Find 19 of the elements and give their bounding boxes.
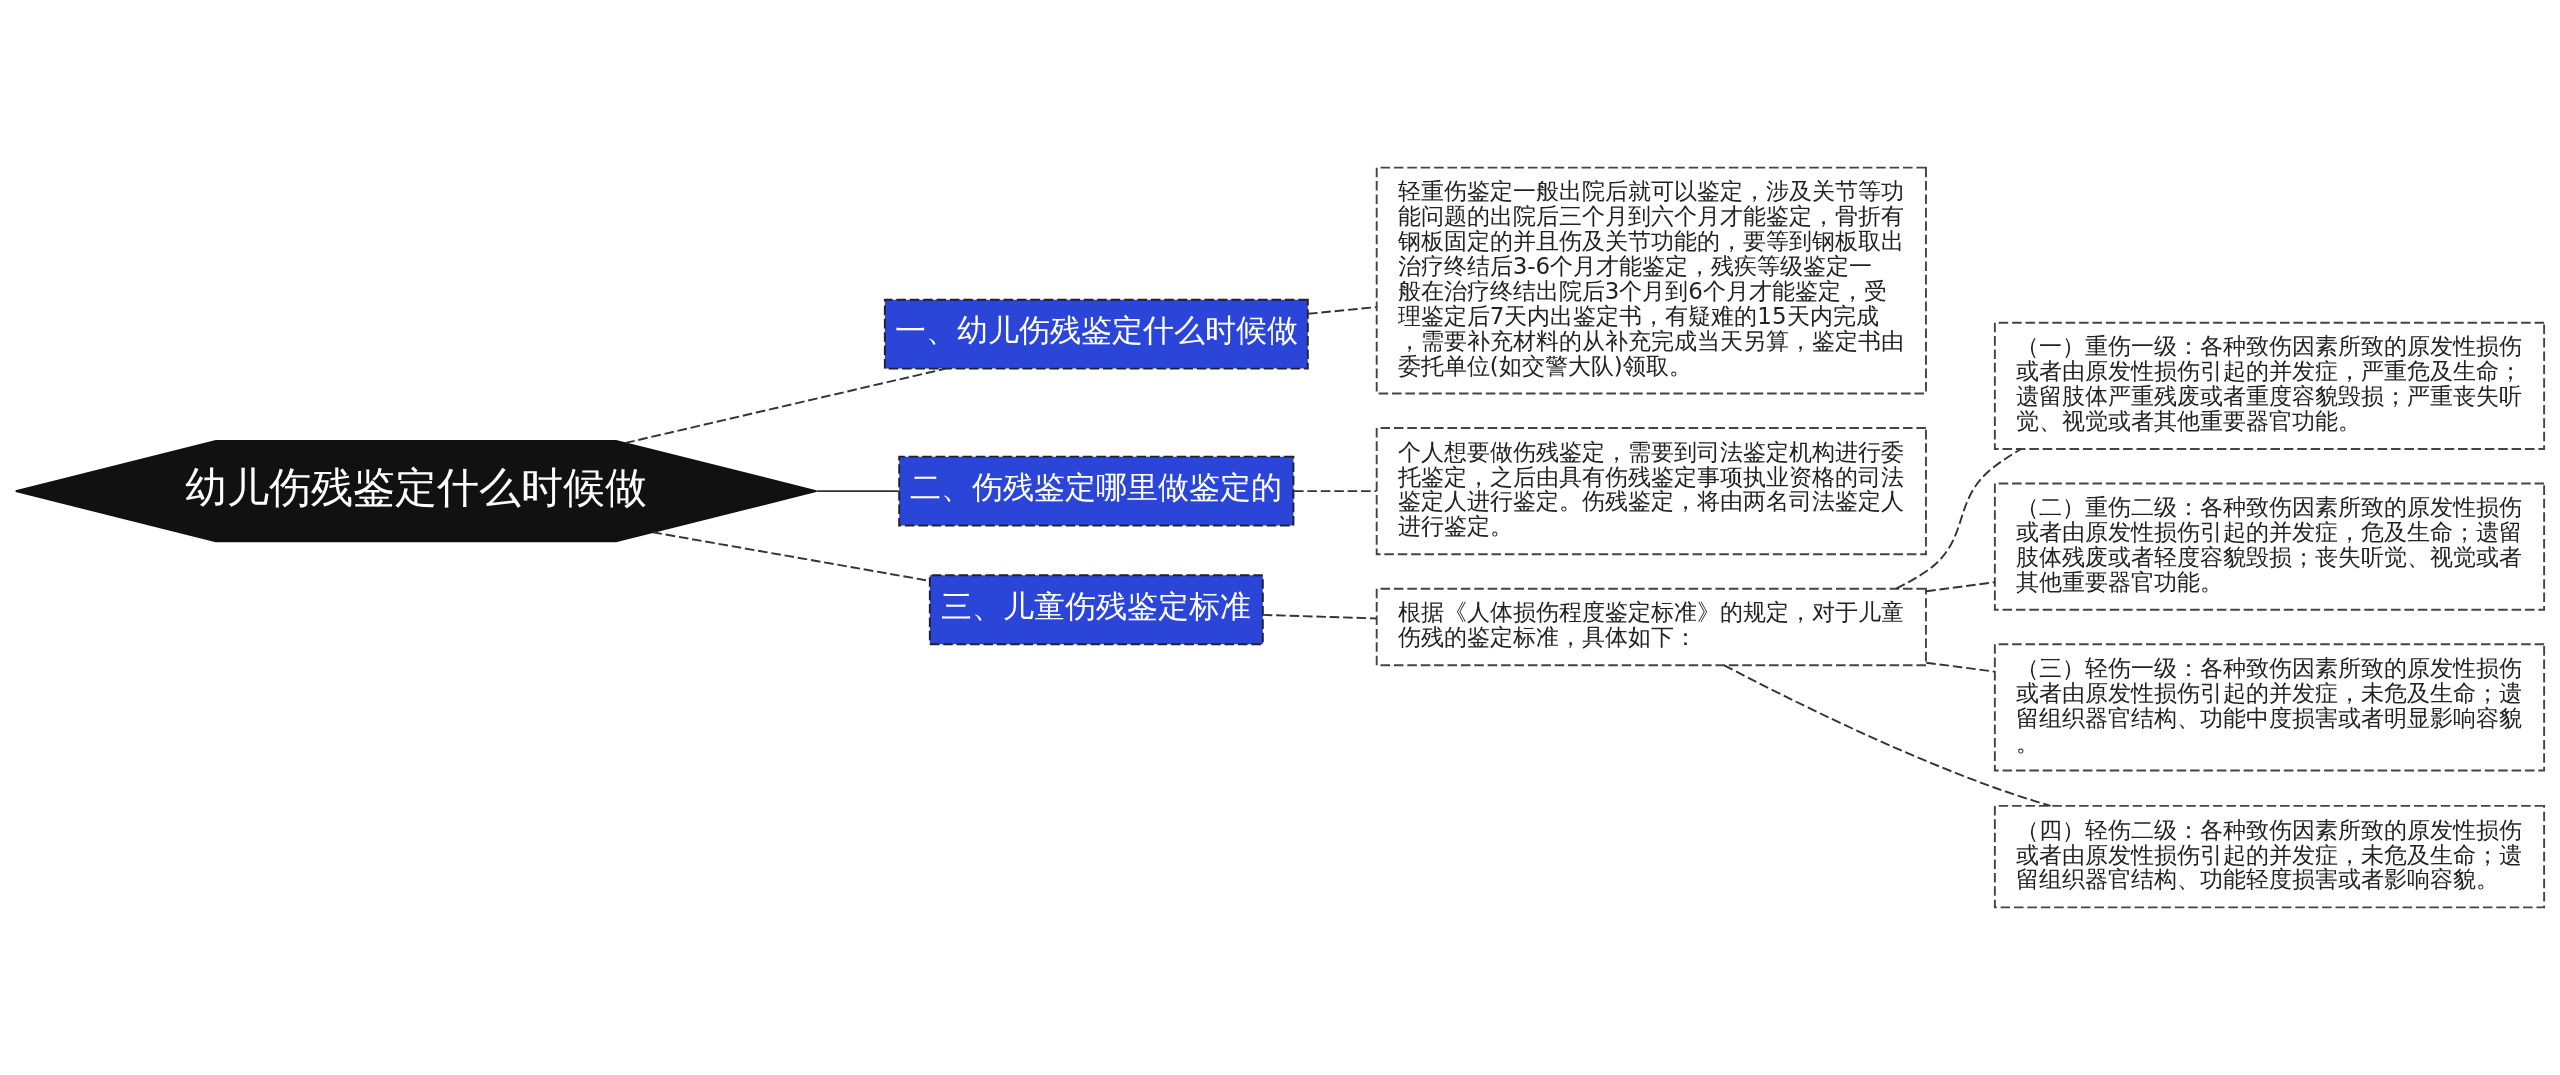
connector [1723, 664, 2052, 807]
node-box: 轻重伤鉴定一般出院后就可以鉴定，涉及关节等功能问题的出院后三个月到六个月才能鉴定，骨折有钢板固定的并且伤及关节功能的，要等到钢板取出治疗终结后3-6个月才能鉴定，残疾等级鉴定一般在治疗终结出院后3个月到6个月才能鉴定，受理鉴定后7天内出鉴定书，有疑难的15天内完成，需要补充材料的从补充完成当天另算，鉴定书由委托单位(如交警大队)领取。 [1375, 166, 1927, 395]
connector [1925, 661, 1996, 673]
node-box: 根据《人体损伤程度鉴定标准》的规定，对于儿童伤残的鉴定标准，具体如下： [1375, 587, 1927, 667]
node-box: （三）轻伤一级：各种致伤因素所致的原发性损伤或者由原发性损伤引起的并发症，未危及生命；遗留组织器官结构、功能中度损害或者明显影响容貌。 [1993, 643, 2546, 772]
node-box: （四）轻伤二级：各种致伤因素所致的原发性损伤或者由原发性损伤引起的并发症，未危及生命；遗留组织器官结构、功能轻度损害或者影响容貌。 [1993, 804, 2546, 909]
node-box: 个人想要做伤残鉴定，需要到司法鉴定机构进行委托鉴定，之后由具有伤残鉴定事项执业资格的司法鉴定人进行鉴定。伤残鉴定，将由两名司法鉴定人进行鉴定。 [1375, 426, 1927, 556]
node-box: （一）重伤一级：各种致伤因素所致的原发性损伤或者由原发性损伤引起的并发症，严重危及生命；遗留肢体严重残废或者重度容貌毁损；严重丧失听觉、视觉或者其他重要器官功能。 [1993, 321, 2546, 450]
connector [1293, 490, 1378, 493]
node-box: 一、幼儿伤残鉴定什么时候做 [883, 298, 1309, 370]
node-box: （二）重伤二级：各种致伤因素所致的原发性损伤或者由原发性损伤引起的并发症，危及生命；遗留肢体残废或者轻度容貌毁损；丧失听觉、视觉或者其他重要器官功能。 [1993, 482, 2546, 611]
node-box: 二、伤残鉴定哪里做鉴定的 [898, 455, 1295, 527]
connector [1307, 306, 1377, 315]
connector [1261, 613, 1378, 620]
connector [1895, 448, 2023, 590]
node-box: 三、儿童伤残鉴定标准 [928, 574, 1264, 646]
connector [1925, 581, 1996, 593]
connector [624, 367, 947, 444]
connector [815, 490, 900, 493]
